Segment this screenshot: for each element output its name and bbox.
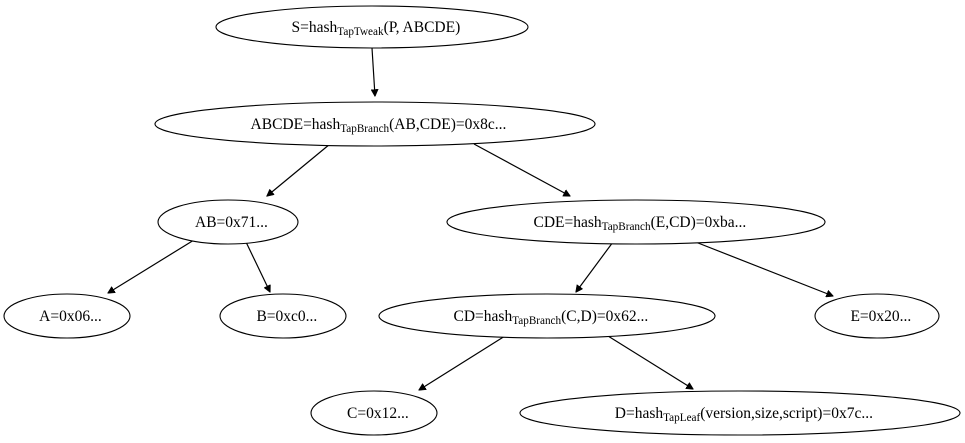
node-d[interactable]: D=hashTapLeaf(version,size,script)=0x7c.… bbox=[519, 390, 961, 436]
node-s-ellipse bbox=[215, 5, 529, 49]
edge-abcde-to-ab bbox=[267, 143, 331, 196]
node-c-prefix: C=0x12... bbox=[347, 405, 409, 422]
node-a-prefix: A=0x06... bbox=[39, 308, 102, 325]
node-ab[interactable]: AB=0x71... bbox=[153, 199, 303, 245]
node-abcde-prefix: ABCDE=hash bbox=[251, 116, 341, 133]
node-b-ellipse bbox=[219, 293, 347, 339]
node-s[interactable]: S=hashTapTweak(P, ABCDE) bbox=[215, 5, 529, 49]
node-group: S=hashTapTweak(P, ABCDE) ABCDE=hashTapBr… bbox=[0, 5, 961, 436]
node-d-subscript: TapLeaf bbox=[663, 412, 700, 424]
node-d-prefix: D=hash bbox=[615, 405, 664, 422]
node-e-prefix: E=0x20... bbox=[850, 308, 911, 325]
node-cd-prefix: CD=hash bbox=[454, 308, 513, 325]
node-s-prefix: S=hash bbox=[292, 19, 338, 36]
node-cd-label: CD=hashTapBranch(C,D)=0x62... bbox=[411, 308, 683, 327]
node-ab-prefix: AB=0x71... bbox=[195, 214, 268, 231]
node-c-ellipse bbox=[310, 390, 438, 436]
node-cde[interactable]: CDE=hashTapBranch(E,CD)=0xba... bbox=[446, 199, 826, 245]
node-cd-suffix: (C,D)=0x62... bbox=[561, 308, 648, 325]
node-s-label: S=hashTapTweak(P, ABCDE) bbox=[249, 19, 495, 38]
node-a-label: A=0x06... bbox=[0, 308, 137, 325]
node-b-label: B=0xc0... bbox=[214, 308, 352, 325]
node-d-suffix: (version,size,script)=0x7c... bbox=[700, 405, 873, 422]
node-s-subscript: TapTweak bbox=[337, 26, 384, 38]
node-c[interactable]: C=0x12... bbox=[304, 390, 443, 436]
node-cd[interactable]: CD=hashTapBranch(C,D)=0x62... bbox=[378, 293, 716, 339]
edge-cd-to-d bbox=[607, 335, 693, 389]
node-d-label: D=hashTapLeaf(version,size,script)=0x7c.… bbox=[572, 405, 908, 424]
node-abcde-subscript: TapBranch bbox=[340, 123, 389, 135]
node-b-prefix: B=0xc0... bbox=[256, 308, 317, 325]
node-e[interactable]: E=0x20... bbox=[808, 293, 946, 339]
node-d-ellipse bbox=[519, 390, 961, 436]
edge-ab-to-a bbox=[108, 239, 195, 293]
node-cde-prefix: CDE=hash bbox=[533, 214, 601, 231]
node-cde-suffix: (E,CD)=0xba... bbox=[651, 214, 747, 231]
node-cde-subscript: TapBranch bbox=[602, 221, 651, 233]
edge-abcde-to-cde bbox=[473, 143, 570, 196]
node-b[interactable]: B=0xc0... bbox=[214, 293, 352, 339]
node-cde-label: CDE=hashTapBranch(E,CD)=0xba... bbox=[491, 214, 781, 233]
edge-s-to-abcde bbox=[372, 47, 375, 96]
node-e-ellipse bbox=[814, 293, 940, 339]
node-a-ellipse bbox=[3, 293, 131, 339]
node-s-suffix: (P, ABCDE) bbox=[384, 19, 461, 36]
node-e-label: E=0x20... bbox=[808, 308, 946, 325]
node-ab-label: AB=0x71... bbox=[153, 214, 303, 231]
edge-group bbox=[108, 47, 833, 390]
node-abcde[interactable]: ABCDE=hashTapBranch(AB,CDE)=0x8c... bbox=[154, 101, 596, 147]
edge-cd-to-c bbox=[419, 335, 506, 390]
node-abcde-suffix: (AB,CDE)=0x8c... bbox=[389, 116, 506, 133]
node-a[interactable]: A=0x06... bbox=[0, 293, 137, 339]
node-abcde-label: ABCDE=hashTapBranch(AB,CDE)=0x8c... bbox=[209, 116, 542, 135]
node-ab-ellipse bbox=[157, 199, 299, 245]
edge-ab-to-b bbox=[245, 241, 270, 292]
node-cde-ellipse bbox=[446, 199, 826, 245]
node-abcde-ellipse bbox=[154, 101, 596, 147]
node-c-label: C=0x12... bbox=[304, 405, 443, 422]
node-cd-subscript: TapBranch bbox=[512, 315, 561, 327]
edge-cde-to-e bbox=[692, 240, 833, 296]
node-cd-ellipse bbox=[378, 293, 716, 339]
edge-cde-to-cd bbox=[576, 241, 614, 292]
